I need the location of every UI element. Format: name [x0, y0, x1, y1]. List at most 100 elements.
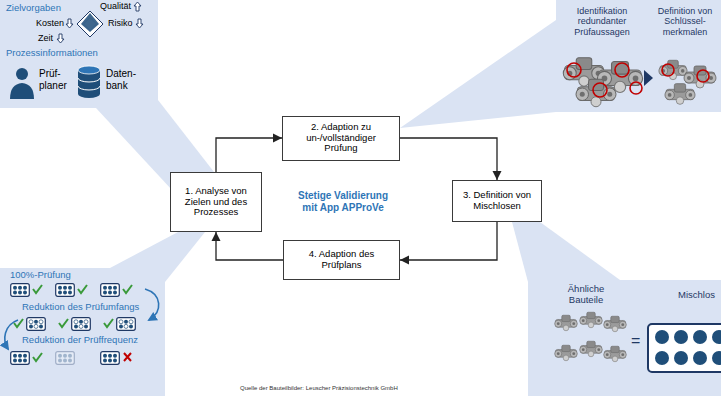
radar-chart [84, 18, 97, 31]
callout-wedge [400, 20, 556, 128]
part-image [576, 79, 616, 107]
check-mark [104, 319, 113, 327]
lot-tray [693, 351, 707, 365]
panel-heading: Mischlos [678, 290, 715, 301]
source-note: Quelle der Bauteilbilder: Leuscher Präzi… [240, 385, 398, 392]
info-panel: Identifikation redundanter Prüfaussagen D… [556, 0, 721, 112]
inspection-tray [56, 352, 75, 365]
highlight-circle [662, 64, 674, 76]
axis-label: Qualität [100, 1, 131, 11]
lot-tray [674, 351, 688, 365]
cycle-caption: Stetige Validierung mit App APProVe [293, 190, 393, 213]
radar-chart [77, 11, 103, 37]
cycle-arrow [5, 289, 159, 349]
step-label: Definition von Schlüssel- merkmalen [653, 6, 717, 37]
step-chevron [644, 70, 653, 86]
process-label: 3. Definition von Mischlosen [459, 190, 535, 212]
inspection-tray [11, 352, 30, 365]
part-image [555, 345, 578, 361]
equals-sign: = [631, 332, 640, 350]
part-image [563, 58, 604, 86]
inspection-tray [11, 284, 136, 365]
lot-tray [648, 324, 721, 372]
callout-wedge [512, 222, 620, 282]
inspection-tray [27, 318, 46, 331]
part-image [555, 312, 627, 362]
cycle-arrow [145, 289, 159, 320]
radar-chart [81, 13, 99, 32]
cross-mark [124, 353, 131, 361]
check-mark [14, 319, 23, 327]
trend-arrow-icon [134, 2, 141, 11]
highlight-circle [697, 70, 709, 82]
database-icon [78, 66, 100, 98]
inspection-tray [72, 318, 91, 331]
panel-heading: Ähnliche Bauteile [556, 284, 616, 306]
info-panel: ZielvorgabenQualitätKostenRisikoZeitProz… [0, 0, 158, 108]
part-image [597, 61, 642, 92]
check-mark [14, 285, 132, 361]
info-panel: 100%-PrüfungReduktion des PrüfumfangsRed… [0, 268, 165, 396]
strategy-label: 100%-Prüfung [10, 270, 71, 281]
trend-arrow-icon [66, 19, 73, 28]
strategy-label: Reduktion der Prüffrequenz [22, 335, 138, 346]
icon-label: Prüf- planer [39, 68, 73, 91]
inspection-tray [56, 284, 75, 297]
flow-arrow [216, 232, 283, 260]
part-image [555, 315, 578, 331]
axis-label: Zeit [38, 33, 53, 43]
part-image [659, 60, 687, 79]
axis-label: Kosten [20, 18, 64, 28]
lot-tray [674, 330, 688, 344]
lot-tray [655, 330, 669, 344]
highlight-circle [630, 82, 642, 94]
trend-arrow-icon [57, 2, 143, 43]
highlight-circle [567, 63, 581, 77]
lot-tray [648, 324, 721, 372]
part-image [684, 66, 716, 88]
inspection-tray [101, 284, 120, 297]
process-box: 4. Adaption des Prüfplans [283, 240, 400, 280]
part-image [665, 84, 695, 105]
database-icon [78, 70, 100, 98]
cycle-arrow [5, 320, 18, 349]
part-image [604, 316, 627, 332]
check-mark [33, 353, 42, 361]
inspection-tray [101, 352, 120, 365]
database-icon [78, 78, 100, 90]
process-box: 1. Analyse von Zielen und des Prozesses [170, 172, 262, 232]
part-image [563, 58, 716, 107]
part-image [604, 346, 627, 362]
highlight-circle [615, 63, 629, 77]
callout-wedge [96, 20, 620, 282]
process-label: 4. Adaption des Prüfplans [290, 249, 393, 271]
lot-tray [712, 330, 721, 344]
flow-arrow [400, 138, 497, 180]
process-box: 2. Adaption zu un-/vollständiger Prüfung [282, 116, 400, 161]
axis-label: Risiko [108, 18, 133, 28]
flow-arrow [400, 222, 497, 260]
check-mark [33, 285, 42, 293]
lot-tray [712, 351, 721, 365]
trend-arrow-icon [136, 19, 143, 28]
person-icon [16, 68, 28, 80]
icon-label: Daten- bank [106, 68, 140, 91]
check-mark [59, 319, 68, 327]
step-label: Identifikation redundanter Prüfaussagen [562, 6, 642, 37]
inspection-tray [11, 284, 30, 297]
person-icon [10, 83, 34, 99]
process-box: 3. Definition von Mischlosen [452, 180, 542, 222]
strategy-label: Reduktion des Prüfumfangs [22, 302, 139, 313]
cross-mark [124, 353, 131, 361]
panel-heading: Prozessinformationen [6, 48, 98, 59]
database-icon [78, 66, 100, 74]
lot-tray [693, 330, 707, 344]
check-mark [123, 285, 132, 293]
flow-arrow [216, 138, 282, 172]
part-image [580, 312, 603, 328]
highlight-circle [567, 63, 709, 97]
check-mark [78, 285, 87, 293]
info-panel: Ähnliche Bauteile Mischlos = [528, 280, 721, 396]
process-label: 1. Analyse von Zielen und des Prozesses [177, 186, 255, 219]
person-icon [10, 68, 34, 99]
